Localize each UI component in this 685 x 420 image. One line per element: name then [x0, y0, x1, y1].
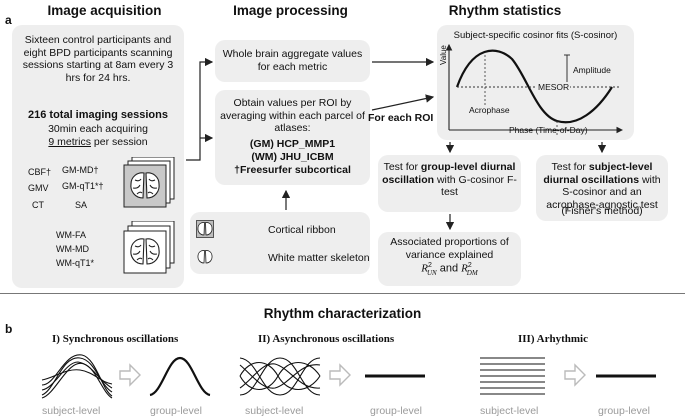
section-3-title: III) Arhythmic: [518, 333, 588, 345]
section-3-right-caption: group-level: [598, 405, 650, 417]
subject-test-method: (Fisher's method): [561, 205, 643, 217]
subject-test-post: with S-cosinor and an acrophase-agnostic…: [546, 173, 661, 211]
whole-brain-text: Whole brain aggregate values for each me…: [222, 48, 363, 73]
metric-cbf: CBF†: [28, 167, 52, 177]
atlas-wm: (WM) JHU_ICBM: [251, 151, 334, 163]
sync-group-curve: [149, 356, 211, 397]
subject-test-bold: subject-level diurnal oscillations: [543, 161, 653, 186]
cortical-ribbon-icon: [196, 220, 214, 238]
atlas-gm: (GM) HCP_MMP1: [249, 138, 336, 150]
metrics-line: 9 metrics per session: [12, 136, 184, 149]
variance-text: Associated proportions of variance expla…: [390, 236, 509, 261]
sessions-duration: 30min each acquiring: [48, 123, 148, 135]
group-test-post: with G-cosinor F-test: [434, 173, 517, 199]
metric-wm-md: WM-MD: [56, 244, 89, 254]
metric-sa: SA: [75, 200, 88, 210]
processing-header: Image processing: [233, 3, 348, 18]
section-1-title: I) Synchronous oscillations: [52, 333, 179, 345]
acquisition-description: Sixteen control participants and eight B…: [22, 34, 174, 84]
legend-wm-label: White matter skeleton: [268, 252, 370, 264]
cosinor-title: Subject-specific cosinor fits (S-cosinor…: [453, 30, 618, 41]
roi-intro: Obtain values per ROI by averaging withi…: [220, 97, 365, 134]
section-1-left-caption: subject-level: [42, 405, 101, 417]
arhythmic-subject-lines: [480, 357, 545, 395]
white-matter-icon: [197, 250, 213, 264]
async-subject-curves: [239, 357, 321, 396]
r-un-base: R: [421, 262, 429, 275]
metric-wm-fa: WM-FA: [56, 230, 86, 240]
metrics-count: 9 metrics: [48, 136, 91, 148]
acquisition-box: Sixteen control participants and eight B…: [12, 25, 184, 288]
r-and: and: [439, 262, 459, 275]
characterization-header: Rhythm characterization: [263, 306, 422, 321]
section-3-left-caption: subject-level: [480, 405, 539, 417]
wm-brain-stack-icon: [123, 221, 175, 274]
whole-brain-box: Whole brain aggregate values for each me…: [215, 40, 370, 82]
panel-letter-b: b: [5, 322, 13, 336]
metric-wm-qt1: WM-qT1*: [56, 258, 94, 268]
panel-letter-a: a: [5, 13, 12, 27]
roi-box: Obtain values per ROI by averaging withi…: [215, 90, 370, 185]
group-test-bold: group-level diurnal oscillation: [382, 161, 516, 186]
hollow-arrow-icon: [564, 363, 586, 387]
section-2-right-caption: group-level: [370, 405, 422, 417]
metric-gm-md: GM-MD†: [62, 165, 99, 175]
metric-ct: CT: [32, 200, 44, 210]
rhythm-header: Rhythm statistics: [448, 3, 562, 18]
metric-gmv: GMV: [28, 183, 49, 193]
mesor-label: MESOR: [537, 82, 571, 92]
rhythm-characterization-plots: [41, 354, 656, 399]
r-dm-base: R: [461, 262, 468, 275]
metrics-suffix: per session: [90, 136, 148, 148]
section-1-right-caption: group-level: [150, 405, 202, 417]
r-dm-sup: 2: [467, 262, 472, 269]
section-2-left-caption: subject-level: [245, 405, 304, 417]
subject-test-box: Test for subject-level diurnal oscillati…: [536, 155, 668, 221]
r-un-sub: UN: [426, 268, 437, 277]
phase-axis-label: Phase (Time-of-Day): [509, 125, 588, 135]
cosinor-box: Subject-specific cosinor fits (S-cosinor…: [437, 25, 634, 140]
legend-cortical-label: Cortical ribbon: [268, 224, 336, 236]
variance-r2: R2UN and R2DM: [378, 262, 521, 277]
atlas-freesurfer: †Freesurfer subcortical: [234, 164, 351, 176]
group-test-pre: Test for: [383, 161, 421, 173]
panel-separator: [0, 293, 685, 294]
sync-subject-curves: [41, 354, 113, 399]
variance-box: Associated proportions of variance expla…: [378, 232, 521, 286]
for-each-roi-label: For each ROI: [368, 112, 434, 124]
acrophase-label: Acrophase: [469, 105, 510, 115]
sessions-count: 216 total imaging sessions: [28, 109, 168, 121]
legend-box: Cortical ribbon White matter skeleton: [190, 212, 370, 274]
subject-test-text: Test for subject-level diurnal oscillati…: [538, 161, 666, 211]
metric-gm-qt1: GM-qT1*†: [62, 181, 104, 191]
amplitude-label: Amplitude: [573, 65, 611, 75]
hollow-arrow-icon: [329, 363, 351, 387]
group-test-text: Test for group-level diurnal oscillation…: [382, 161, 517, 199]
gm-brain-stack-icon: [123, 157, 175, 208]
group-test-box: Test for group-level diurnal oscillation…: [378, 155, 521, 212]
subject-test-pre: Test for: [551, 161, 589, 173]
hollow-arrow-icon: [119, 363, 141, 387]
r-dm-sub: DM: [466, 268, 478, 277]
flow-arrows: [186, 57, 607, 231]
r-un-sup: 2: [428, 262, 432, 269]
acquisition-header: Image acquisition: [47, 3, 162, 18]
section-2-title: II) Asynchronous oscillations: [258, 333, 395, 345]
